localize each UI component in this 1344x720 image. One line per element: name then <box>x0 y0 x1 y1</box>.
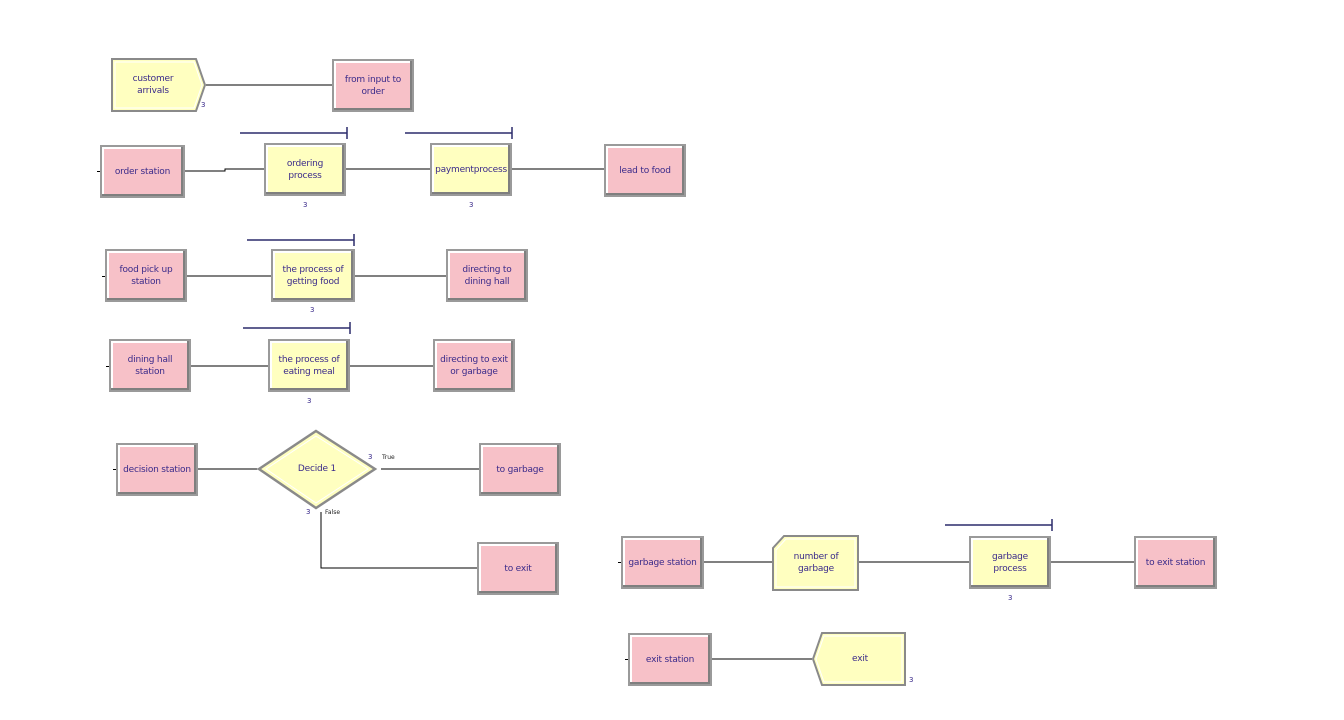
branch-label-false: False <box>325 509 341 516</box>
route-module-to-exit-station[interactable]: to exit station <box>1134 536 1217 589</box>
counter-garbage-process: 3 <box>1008 594 1013 602</box>
process-module-label: the process of getting food <box>282 264 344 287</box>
station-module-order-station[interactable]: order station <box>100 145 185 198</box>
record-module-number-of-garbage[interactable]: number of garbage <box>775 538 857 588</box>
station-module-label: dining hall station <box>127 354 173 377</box>
process-module-getting-food[interactable]: the process of getting food <box>271 249 355 302</box>
resource-bar-eating <box>243 322 351 334</box>
record-module-bevel <box>775 538 856 588</box>
entry-point <box>102 276 105 277</box>
dispose-module-exit[interactable]: exit <box>815 633 905 685</box>
counter-process-getting-food: 3 <box>310 306 315 314</box>
route-module-to-exit[interactable]: to exit <box>477 542 559 595</box>
resource-bar-ordering <box>240 127 348 139</box>
station-module-label: exit station <box>645 654 695 665</box>
record-module-label: number of garbage <box>793 552 839 574</box>
connector-order-station-to-ordering[interactable] <box>185 168 264 172</box>
decide-module-decide-1[interactable]: Decide 1 <box>278 455 356 483</box>
station-module-label: garbage station <box>628 557 697 568</box>
route-module-from-input-to-order[interactable]: from input to order <box>332 59 414 112</box>
dispose-module-shape[interactable] <box>811 632 906 686</box>
route-module-lead-to-food[interactable]: lead to food <box>604 144 686 197</box>
route-module-label: lead to food <box>619 165 671 176</box>
process-module-label: ordering process <box>286 158 324 181</box>
station-module-label: food pick up station <box>119 264 173 287</box>
connectors <box>185 84 1134 660</box>
resource-bar-garbage <box>945 519 1053 531</box>
process-module-ordering-process[interactable]: ordering process <box>264 143 346 196</box>
counter-decide-false: 3 <box>306 508 311 516</box>
station-module-label: order station <box>114 166 171 177</box>
station-module-dining-hall-station[interactable]: dining hall station <box>109 339 191 392</box>
counter-payment-process: 3 <box>469 201 474 209</box>
counter-customer-arrivals: 3 <box>201 101 206 109</box>
decide-module-label: Decide 1 <box>297 464 337 474</box>
entry-point <box>113 469 116 470</box>
route-module-label: to exit station <box>1145 557 1206 568</box>
entry-point <box>97 171 100 172</box>
create-module-bevel <box>114 61 203 109</box>
route-module-directing-to-dining-hall[interactable]: directing to dining hall <box>446 249 528 302</box>
station-module-decision-station[interactable]: decision station <box>116 443 198 496</box>
route-module-label: directing to dining hall <box>462 264 512 287</box>
resource-bars <box>240 127 1053 531</box>
connector-decide-false-to-exit[interactable] <box>320 512 477 569</box>
create-module-shape[interactable] <box>111 58 207 112</box>
resource-bar-getting-food <box>247 234 355 246</box>
counter-ordering-process: 3 <box>303 201 308 209</box>
route-module-directing-to-exit-or-garbage[interactable]: directing to exit or garbage <box>433 339 515 392</box>
counter-decide-true: 3 <box>368 453 373 461</box>
station-module-garbage-station[interactable]: garbage station <box>621 536 704 589</box>
process-module-label: garbage process <box>991 551 1028 574</box>
process-module-label: paymentprocess <box>435 164 507 175</box>
resource-bar-payment <box>405 127 513 139</box>
counter-process-eating-meal: 3 <box>307 397 312 405</box>
route-module-label: to garbage <box>496 464 544 475</box>
entry-point <box>625 659 628 660</box>
process-module-eating-meal[interactable]: the process of eating meal <box>268 339 350 392</box>
create-module-label: customer arrivals <box>132 74 174 96</box>
route-module-label: to exit <box>504 563 532 574</box>
counter-exit: 3 <box>909 676 914 684</box>
decide-module-bevel <box>265 435 369 504</box>
process-module-payment-process[interactable]: paymentprocess <box>430 143 512 196</box>
entry-point <box>106 366 109 367</box>
route-module-label: directing to exit or garbage <box>440 354 508 377</box>
route-module-to-garbage[interactable]: to garbage <box>479 443 561 496</box>
station-module-exit-station[interactable]: exit station <box>628 633 712 686</box>
dispose-module-label: exit <box>852 654 868 664</box>
create-module-customer-arrivals[interactable]: customer arrivals <box>112 59 198 111</box>
station-module-food-pick-up-station[interactable]: food pick up station <box>105 249 187 302</box>
branch-label-true: True <box>382 454 395 461</box>
route-module-label: from input to order <box>344 74 402 97</box>
decide-module-shape[interactable] <box>256 429 378 510</box>
entry-point <box>618 562 621 563</box>
record-module-shape[interactable] <box>772 535 859 591</box>
station-module-label: decision station <box>123 464 191 475</box>
process-module-garbage-process[interactable]: garbage process <box>969 536 1051 589</box>
dispose-module-bevel <box>815 635 903 683</box>
process-module-label: the process of eating meal <box>278 354 340 377</box>
